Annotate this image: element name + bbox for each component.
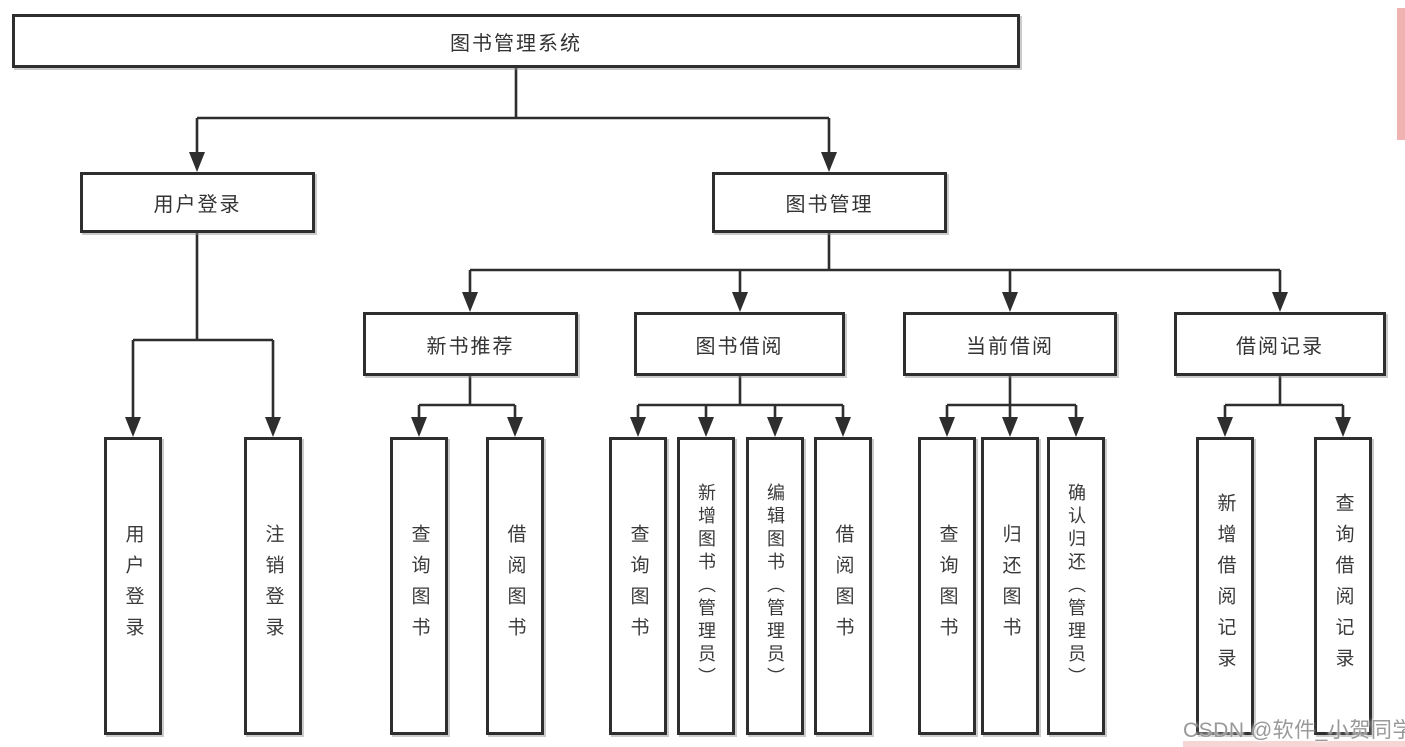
leaf-newbook-query: 查询图书 [390, 437, 448, 735]
leaf-logout: 注销登录 [244, 437, 302, 735]
leaf-current-return-label: 归还图书 [999, 524, 1021, 648]
leaf-current-confirm-admin-label: 确认归还（管理员） [1066, 482, 1086, 690]
leaf-current-return: 归还图书 [981, 437, 1039, 735]
leaf-current-query-label: 查询图书 [936, 524, 958, 648]
leaf-logout-label: 注销登录 [262, 524, 284, 648]
leaf-borrow-add-admin-label: 新增图书（管理员） [696, 482, 716, 690]
node-current-borrow: 当前借阅 [903, 312, 1117, 376]
leaf-borrow-edit-admin-label: 编辑图书（管理员） [765, 482, 785, 690]
node-book-management: 图书管理 [712, 172, 947, 233]
node-root-label: 图书管理系统 [450, 32, 582, 55]
pink-edge-strip [1397, 8, 1405, 140]
leaf-newbook-query-label: 查询图书 [408, 524, 430, 648]
node-current-borrow-label: 当前借阅 [966, 335, 1054, 358]
node-user-login-label: 用户登录 [153, 194, 242, 216]
leaf-borrow-query-label: 查询图书 [627, 524, 649, 648]
node-root: 图书管理系统 [12, 14, 1020, 68]
node-book-borrow: 图书借阅 [634, 312, 845, 376]
leaf-user-login-label: 用户登录 [122, 524, 144, 648]
leaf-newbook-borrow-label: 借阅图书 [504, 524, 526, 648]
node-user-login: 用户登录 [80, 172, 315, 233]
leaf-newbook-borrow: 借阅图书 [486, 437, 544, 735]
node-book-borrow-label: 图书借阅 [695, 335, 784, 358]
leaf-borrow-add-admin: 新增图书（管理员） [677, 437, 735, 735]
leaf-record-query: 查询借阅记录 [1314, 437, 1372, 735]
leaf-user-login: 用户登录 [104, 437, 162, 735]
node-borrow-record-label: 借阅记录 [1236, 335, 1324, 358]
leaf-record-query-label: 查询借阅记录 [1332, 493, 1354, 679]
leaf-borrow-edit-admin: 编辑图书（管理员） [746, 437, 804, 735]
leaf-borrow-borrow-label: 借阅图书 [832, 524, 854, 648]
leaf-current-confirm-admin: 确认归还（管理员） [1047, 437, 1105, 735]
pink-bottom-strip [1183, 741, 1405, 747]
leaf-borrow-query: 查询图书 [609, 437, 667, 735]
leaf-record-add-label: 新增借阅记录 [1214, 493, 1236, 679]
node-new-book-recommend: 新书推荐 [363, 312, 578, 376]
leaf-current-query: 查询图书 [918, 437, 976, 735]
node-book-management-label: 图书管理 [785, 194, 874, 216]
watermark: CSDN @软件_小贺同学 [1183, 719, 1405, 742]
leaf-borrow-borrow: 借阅图书 [814, 437, 872, 735]
node-new-book-recommend-label: 新书推荐 [426, 335, 515, 358]
node-borrow-record: 借阅记录 [1174, 312, 1386, 376]
leaf-record-add: 新增借阅记录 [1196, 437, 1254, 735]
